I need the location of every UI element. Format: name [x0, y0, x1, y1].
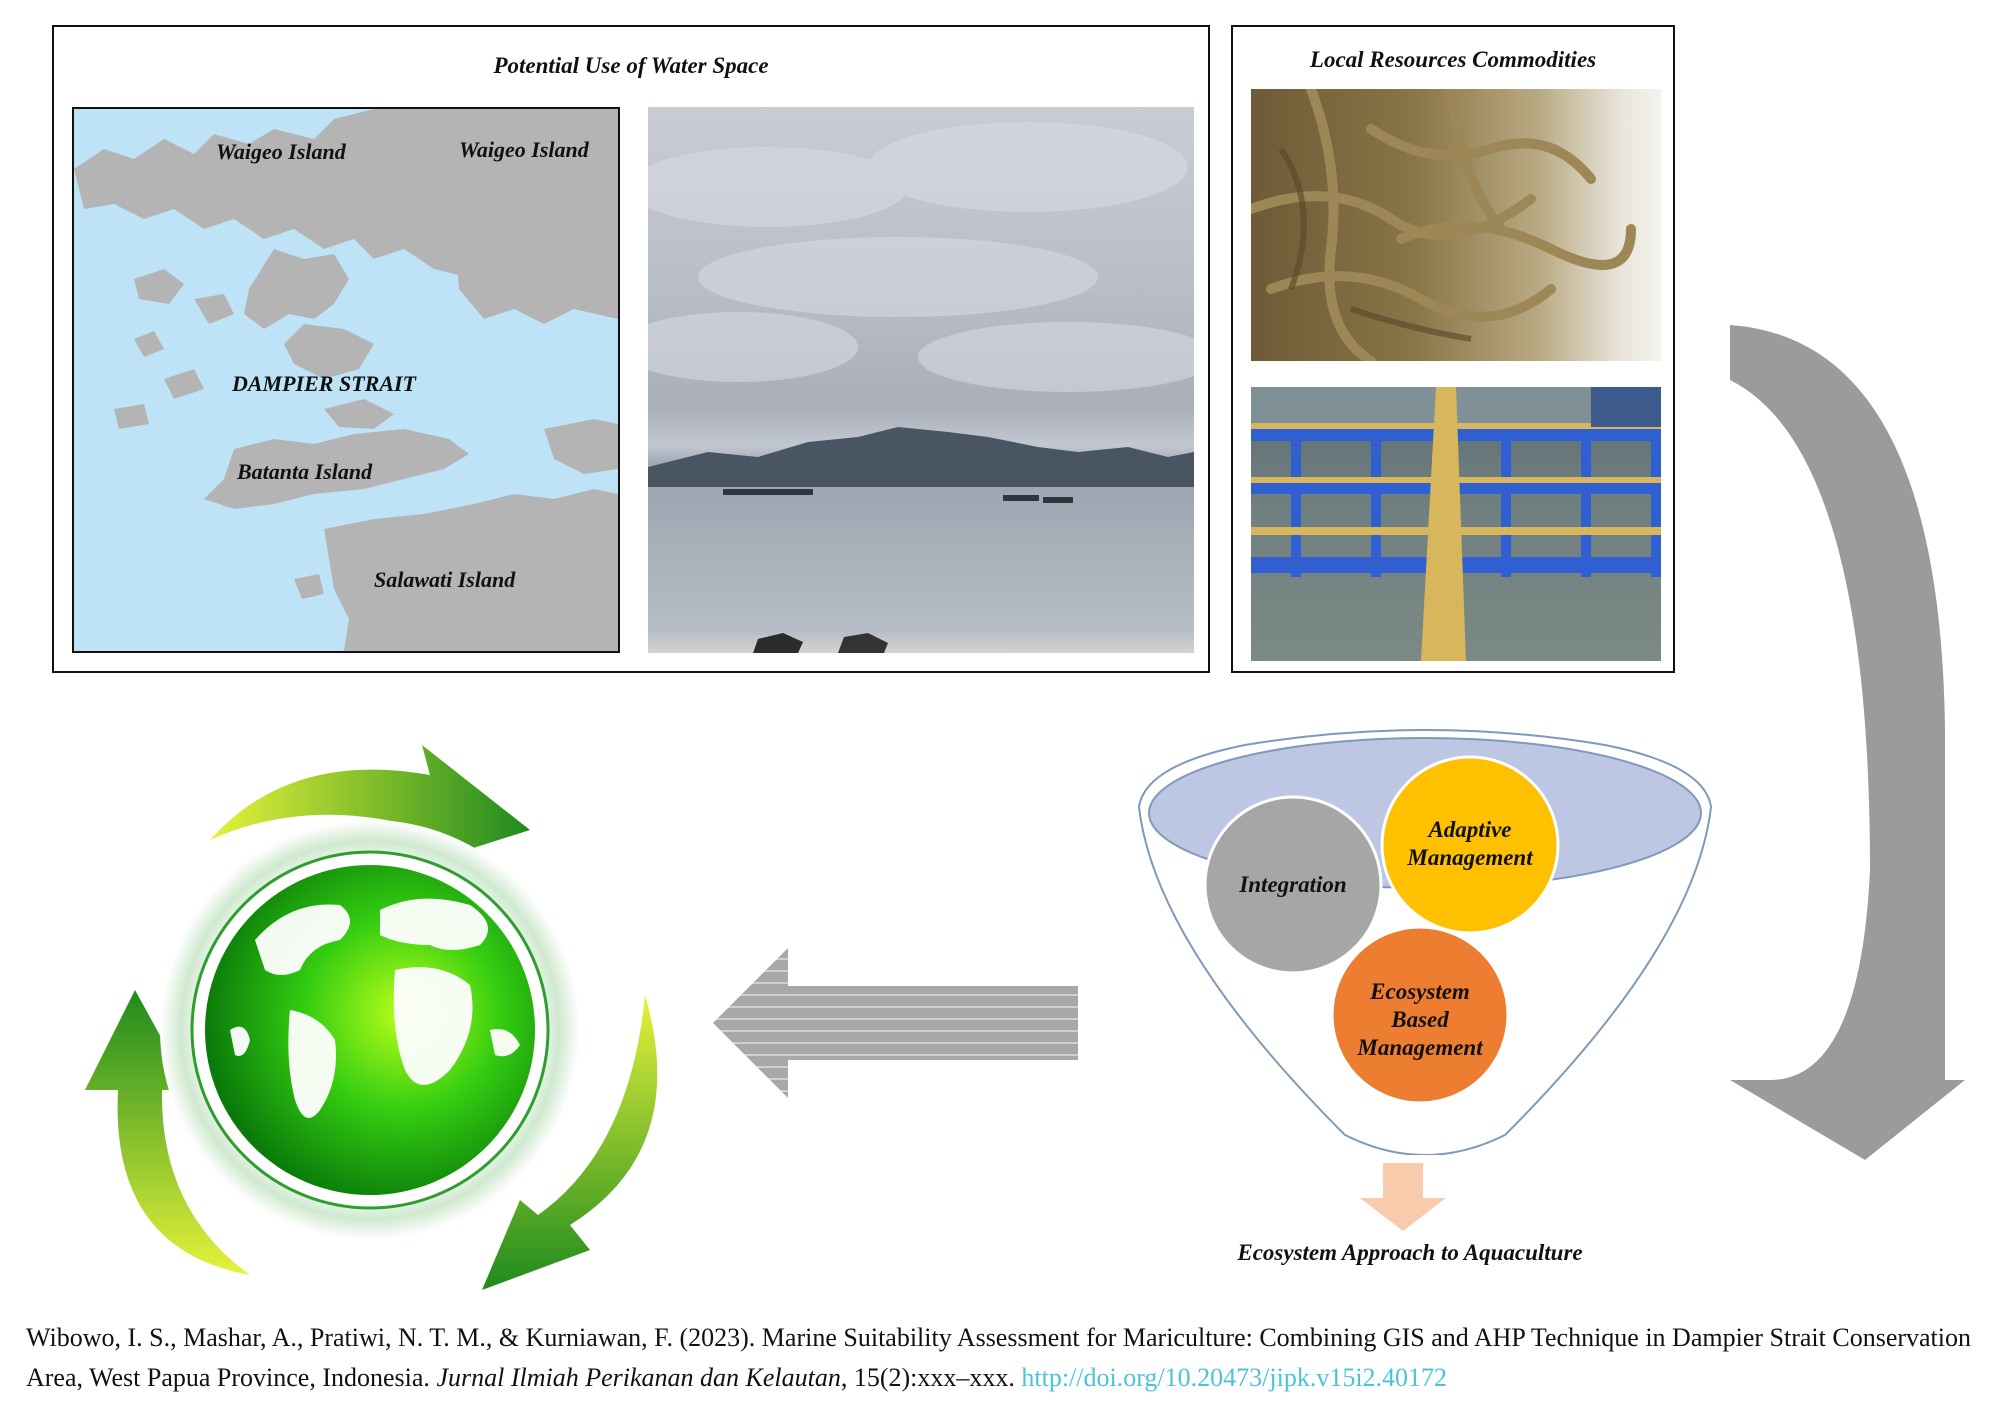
citation: Wibowo, I. S., Mashar, A., Pratiwi, N. T…: [26, 1318, 1986, 1398]
funnel-circles: [1203, 755, 1560, 1105]
water-space-panel: Potential Use of Water Space: [52, 25, 1210, 673]
local-resources-title: Local Resources Commodities: [1309, 47, 1597, 72]
seaweed-photo: [1251, 89, 1661, 361]
map-label-salawati: Salawati Island: [374, 567, 516, 592]
map-label-dampier-strait: DAMPIER STRAIT: [232, 371, 416, 396]
citation-journal: Jurnal Ilmiah Perikanan dan Kelautan: [436, 1363, 841, 1392]
seascape-photo: [648, 107, 1194, 653]
integration-label: Integration: [1239, 872, 1347, 897]
ecosystem-approach-label: Ecosystem Approach to Aquaculture: [1237, 1240, 1583, 1265]
citation-volume: , 15(2):xxx–xxx.: [840, 1363, 1022, 1392]
left-pointing-arrow: [713, 948, 1078, 1098]
adaptive-management-circle: [1380, 755, 1560, 935]
integration-circle: [1203, 795, 1383, 975]
adaptive-management-label: Adaptive Management: [1390, 816, 1550, 872]
ecosystem-based-management-circle: [1330, 925, 1510, 1105]
map-label-waigeo-left: Waigeo Island: [216, 139, 346, 164]
ecosystem-label-line1: Ecosystem: [1370, 979, 1470, 1004]
map-label-batanta: Batanta Island: [237, 459, 373, 484]
adaptive-label-line2: Management: [1407, 845, 1533, 870]
ecosystem-based-management-label: Ecosystem Based Management: [1340, 978, 1500, 1062]
seaweed-drawing: [1251, 89, 1636, 361]
local-resources-panel: Local Resources Commodities: [1231, 25, 1675, 673]
ecosystem-label-line2: Based: [1391, 1007, 1449, 1032]
water-space-title: Potential Use of Water Space: [493, 53, 769, 78]
curved-arrow-right: [1730, 325, 1965, 1160]
globe: [205, 865, 535, 1195]
recycle-arrow-top: [210, 745, 530, 865]
dampier-strait-map: Waigeo Island Waigeo Island DAMPIER STRA…: [72, 107, 620, 653]
seascape-drawing: [648, 122, 1194, 653]
floating-cage-photo: [1251, 387, 1661, 661]
recycle-arrow-left: [85, 990, 250, 1275]
funnel-down-arrow: [1360, 1163, 1446, 1231]
map-label-waigeo-right: Waigeo Island: [459, 137, 589, 162]
recycle-arrow-right: [482, 995, 658, 1290]
adaptive-label-line1: Adaptive: [1428, 817, 1512, 842]
globe-continents: [230, 898, 520, 1118]
ecosystem-label-line3: Management: [1357, 1035, 1483, 1060]
floating-cage-drawing: [1251, 387, 1661, 661]
globe-recycle-graphic: [85, 745, 658, 1290]
citation-authors: Wibowo, I. S., Mashar, A., Pratiwi, N. T…: [26, 1323, 1971, 1392]
citation-doi-link[interactable]: http://doi.org/10.20473/jipk.v15i2.40172: [1021, 1363, 1448, 1392]
map-land-shapes: [74, 109, 618, 651]
